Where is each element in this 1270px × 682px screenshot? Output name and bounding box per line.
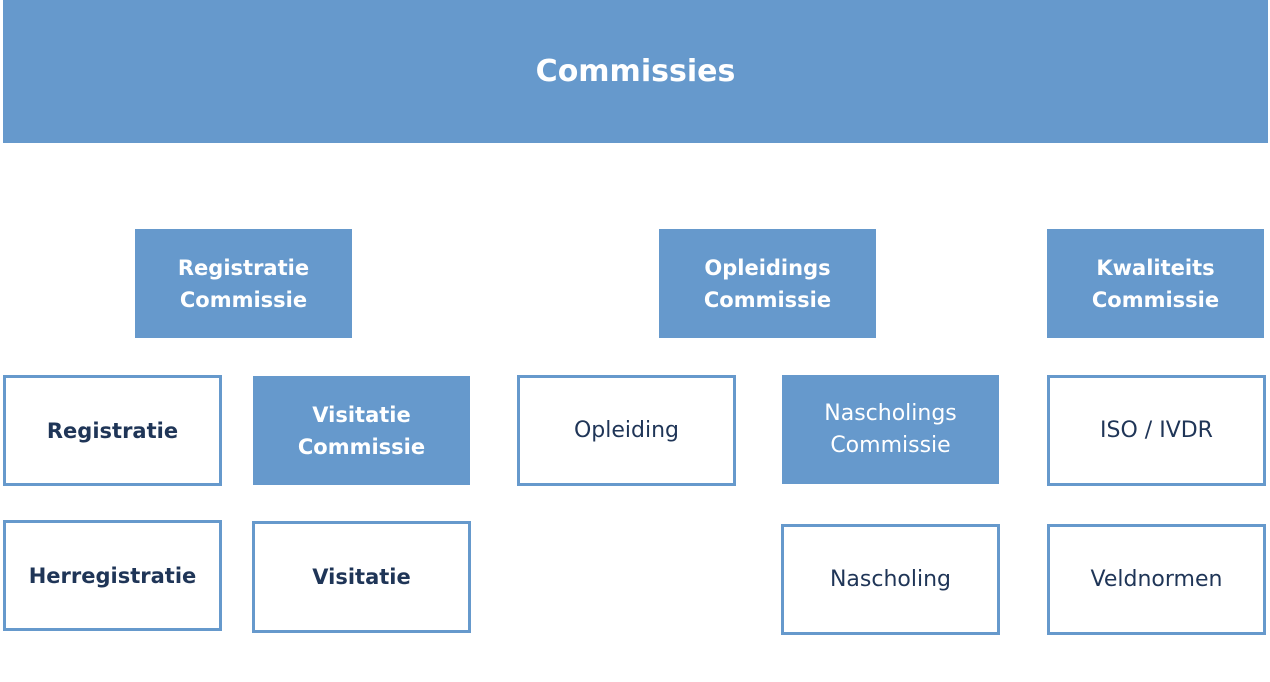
nascholings-commissie-label: Nascholings Commissie (824, 400, 957, 458)
herregistratie-box: Herregistratie (3, 520, 222, 631)
nascholing-box: Nascholing (781, 524, 1000, 635)
registratie-commissie-label: Registratie Commissie (177, 255, 310, 312)
registratie-label: Registratie (46, 418, 179, 443)
kwaliteits-commissie-box: Kwaliteits Commissie (1047, 229, 1264, 338)
registratie-commissie-box: Registratie Commissie (135, 229, 352, 338)
header-commissies: Commissies (3, 0, 1268, 143)
iso-ivdr-label: ISO / IVDR (1100, 417, 1213, 443)
opleiding-box: Opleiding (517, 375, 736, 486)
opleiding-label: Opleiding (573, 417, 680, 443)
nascholings-commissie-box: Nascholings Commissie (782, 375, 999, 484)
iso-ivdr-box: ISO / IVDR (1047, 375, 1266, 486)
opleidings-commissie-box: Opleidings Commissie (659, 229, 876, 338)
opleidings-commissie-label: Opleidings Commissie (703, 255, 832, 312)
nascholing-label: Nascholing (829, 566, 952, 592)
herregistratie-label: Herregistratie (28, 563, 197, 588)
visitatie-commissie-label: Visitatie Commissie (297, 402, 426, 459)
visitatie-label: Visitatie (312, 565, 411, 589)
kwaliteits-commissie-label: Kwaliteits Commissie (1091, 255, 1220, 312)
page-title: Commissies (535, 54, 736, 89)
visitatie-box: Visitatie (252, 521, 471, 633)
visitatie-commissie-box: Visitatie Commissie (253, 376, 470, 485)
veldnormen-box: Veldnormen (1047, 524, 1266, 635)
registratie-box: Registratie (3, 375, 222, 486)
veldnormen-label: Veldnormen (1090, 566, 1223, 592)
